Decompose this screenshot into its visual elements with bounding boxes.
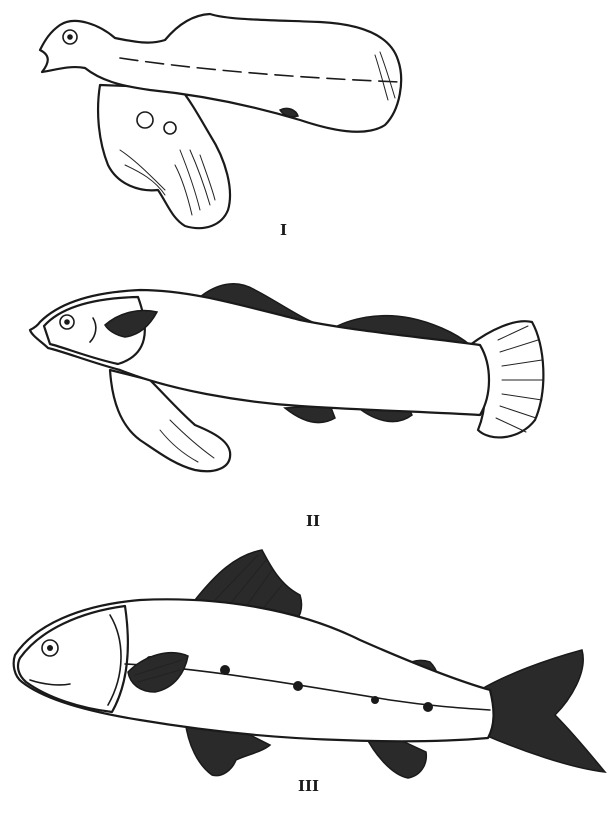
fish-larva-figure bbox=[40, 14, 401, 228]
fish-juvenile-figure bbox=[30, 284, 544, 471]
figure-label-3: III bbox=[298, 777, 319, 795]
larva-yolk-lobe bbox=[98, 85, 230, 228]
adult-tail bbox=[480, 650, 605, 772]
larva-body bbox=[40, 14, 401, 132]
figure-label-2: II bbox=[306, 512, 320, 530]
fish-adult-figure bbox=[14, 550, 605, 778]
figure-label-1: I bbox=[280, 221, 287, 239]
